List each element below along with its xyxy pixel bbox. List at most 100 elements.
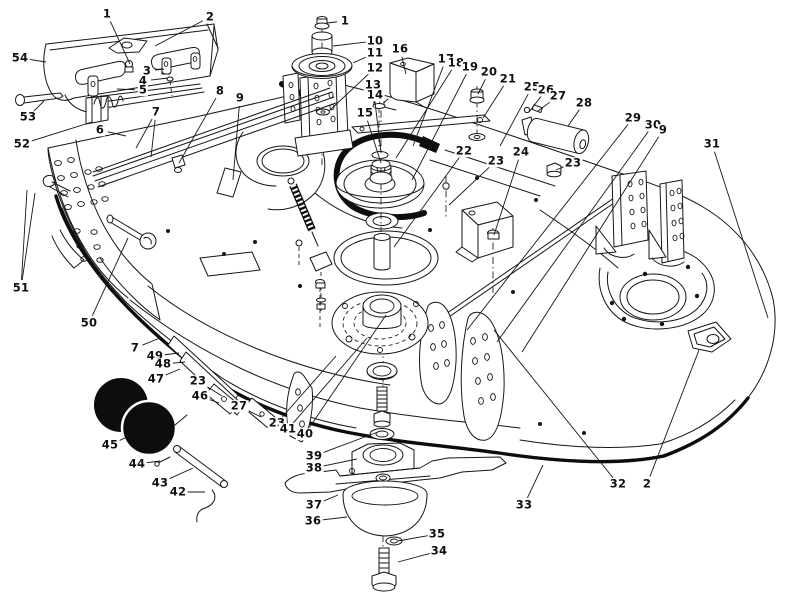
callout-label: 42 xyxy=(168,484,188,499)
callout-label: 40 xyxy=(295,426,315,441)
leader-line xyxy=(154,68,165,71)
leader-line xyxy=(378,101,381,104)
callout-label: 34 xyxy=(429,543,449,558)
leader-line xyxy=(493,329,614,479)
callout-label: 26 xyxy=(536,82,556,97)
leader-line xyxy=(321,458,358,467)
leader-line xyxy=(320,516,348,521)
callout-label: 44 xyxy=(127,456,147,471)
callout-label: 10 xyxy=(365,33,385,48)
leader-line xyxy=(448,166,491,206)
callout-label: 19 xyxy=(460,59,480,74)
callout-label: 27 xyxy=(229,398,249,413)
spacer-cylinder-and-bracket xyxy=(455,104,590,300)
leader-line xyxy=(109,21,131,65)
callout-label: 35 xyxy=(427,526,447,541)
leader-line xyxy=(116,88,136,91)
callout-label: 7 xyxy=(150,104,162,119)
callout-label: 23 xyxy=(486,153,506,168)
callout-label: 23 xyxy=(563,155,583,170)
leader-line xyxy=(496,131,649,343)
callout-label: 4 xyxy=(137,73,149,88)
callout-label: 17 xyxy=(436,53,456,65)
callout-label: 9 xyxy=(234,90,246,105)
callout-label: 45 xyxy=(100,437,120,452)
leader-line xyxy=(395,69,453,159)
callout-label: 24 xyxy=(511,144,531,159)
leader-line xyxy=(537,100,552,112)
callout-label: 14 xyxy=(365,87,385,102)
leader-line xyxy=(135,118,153,149)
callout-label: 22 xyxy=(454,143,474,158)
leader-line xyxy=(167,467,194,481)
leader-line xyxy=(29,121,93,143)
leader-line xyxy=(321,494,339,503)
callout-label: 13 xyxy=(363,77,383,92)
leader-line xyxy=(401,56,407,75)
leader-line xyxy=(367,120,382,164)
callout-label: 39 xyxy=(304,448,324,463)
leader-line xyxy=(245,409,262,418)
leader-line xyxy=(281,355,337,418)
leader-line xyxy=(567,109,580,127)
leader-line xyxy=(154,20,204,47)
lower-spindle-assembly xyxy=(284,279,507,592)
callout-label: 52 xyxy=(12,136,32,151)
callout-label: 21 xyxy=(498,71,518,86)
leader-line xyxy=(466,124,629,331)
leader-line xyxy=(207,398,220,404)
leader-line xyxy=(232,105,240,181)
gauge-wheels-and-rods xyxy=(42,174,228,523)
callout-label: 46 xyxy=(190,388,210,403)
leader-line xyxy=(527,464,544,498)
leader-line xyxy=(117,427,147,442)
leader-line xyxy=(21,192,36,281)
leader-line xyxy=(33,100,45,112)
callout-label: 20 xyxy=(479,64,499,79)
leader-line xyxy=(150,77,169,81)
callout-label: 41 xyxy=(278,421,298,436)
callout-label: 2 xyxy=(204,9,216,24)
callout-label: 47 xyxy=(146,371,166,386)
callout-label: 27 xyxy=(548,88,568,103)
leader-line xyxy=(170,361,186,364)
deck-surface-details xyxy=(166,167,586,435)
callout-label: 53 xyxy=(18,109,38,124)
leader-line xyxy=(150,119,156,158)
leader-line xyxy=(321,431,379,454)
callout-label: 23 xyxy=(267,415,287,430)
leader-line xyxy=(477,78,486,95)
callout-label: 1 xyxy=(101,6,113,21)
leader-line xyxy=(412,66,444,147)
leader-line xyxy=(528,96,542,113)
callout-label: 9 xyxy=(657,122,669,137)
callout-label: 36 xyxy=(303,513,323,528)
callout-label: 38 xyxy=(304,460,324,475)
leader-line xyxy=(397,552,432,563)
leader-line xyxy=(163,368,181,377)
callout-label: 3 xyxy=(141,63,153,78)
callout-label: 32 xyxy=(608,476,628,491)
deck-rear-opening xyxy=(598,247,732,353)
leader-line xyxy=(373,92,382,154)
callout-label: 49 xyxy=(145,348,165,363)
baffle-plates xyxy=(286,301,505,443)
leader-line xyxy=(493,159,519,236)
tension-spring-assembly xyxy=(287,177,333,312)
callout-label: 29 xyxy=(623,110,643,125)
callout-label: 51 xyxy=(11,280,31,295)
leader-line xyxy=(162,352,180,356)
callout-label: 18 xyxy=(446,55,466,70)
leader-line xyxy=(27,58,47,63)
leader-line xyxy=(326,21,338,24)
leader-line xyxy=(714,151,769,319)
callout-label: 33 xyxy=(514,497,534,512)
leader-line xyxy=(107,131,127,137)
leader-line xyxy=(292,337,368,424)
leader-line xyxy=(352,55,368,64)
rear-brackets xyxy=(439,170,685,322)
callout-label: 31 xyxy=(702,136,722,151)
